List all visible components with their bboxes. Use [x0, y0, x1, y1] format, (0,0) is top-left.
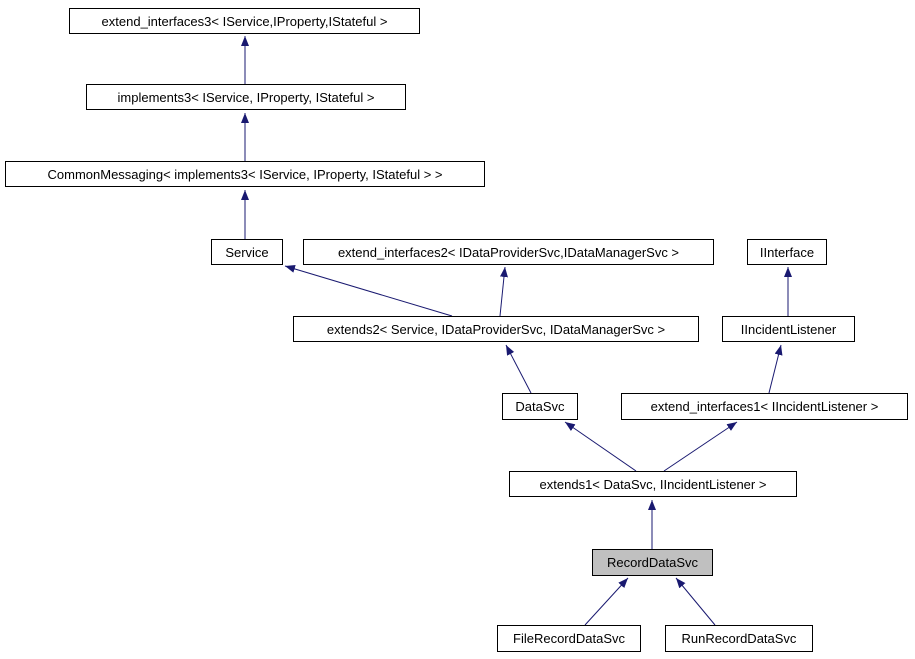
inheritance-arrow-extends2-to-service — [284, 265, 453, 317]
inheritance-arrow-datasvc-to-extends2 — [505, 344, 532, 394]
node-extend-interfaces1[interactable]: extend_interfaces1< IIncidentListener > — [621, 393, 908, 420]
node-datasvc[interactable]: DataSvc — [502, 393, 578, 420]
node-extend-interfaces2[interactable]: extend_interfaces2< IDataProviderSvc,IDa… — [303, 239, 714, 265]
node-filerecorddatasvc[interactable]: FileRecordDataSvc — [497, 625, 641, 652]
node-service[interactable]: Service — [211, 239, 283, 265]
inheritance-arrow-runrecorddatasvc-to-recorddatasvc — [675, 577, 716, 626]
node-iincidentlistener[interactable]: IIncidentListener — [722, 316, 855, 342]
node-extend-interfaces3[interactable]: extend_interfaces3< IService,IProperty,I… — [69, 8, 420, 34]
node-iinterface[interactable]: IInterface — [747, 239, 827, 265]
inheritance-arrow-extends1-to-extend-interfaces1 — [663, 421, 738, 472]
inheritance-arrow-extend-interfaces1-to-iincidentlistener — [768, 344, 783, 394]
node-implements3[interactable]: implements3< IService, IProperty, IState… — [86, 84, 406, 110]
inheritance-arrow-extends1-to-datasvc — [564, 421, 637, 472]
node-runrecorddatasvc[interactable]: RunRecordDataSvc — [665, 625, 813, 652]
inheritance-arrow-filerecorddatasvc-to-recorddatasvc — [584, 577, 629, 626]
node-commonmessaging[interactable]: CommonMessaging< implements3< IService, … — [5, 161, 485, 187]
node-extends1[interactable]: extends1< DataSvc, IIncidentListener > — [509, 471, 797, 497]
node-recorddatasvc-current: RecordDataSvc — [592, 549, 713, 576]
node-extends2[interactable]: extends2< Service, IDataProviderSvc, IDa… — [293, 316, 699, 342]
inheritance-arrow-extends2-to-extend-interfaces2 — [499, 266, 508, 317]
